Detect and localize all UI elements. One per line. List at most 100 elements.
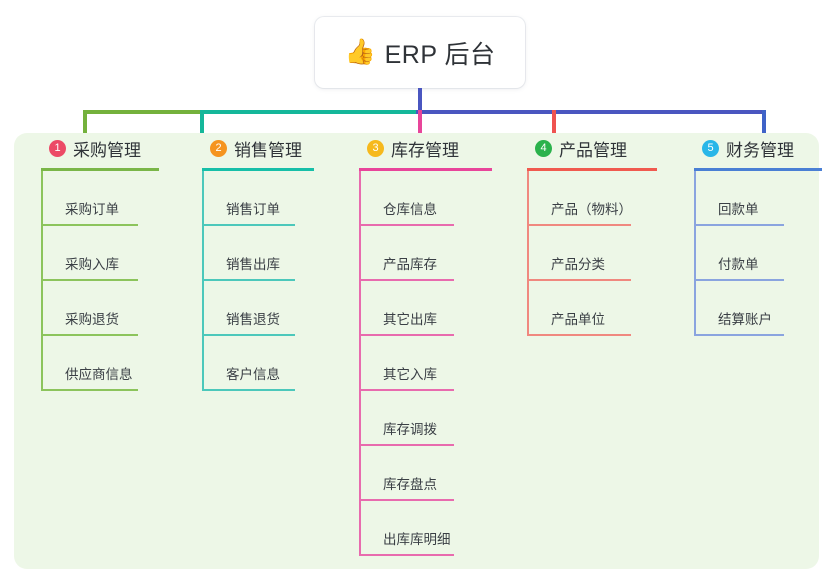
leaf-underline: [41, 334, 138, 336]
connector-bar-green: [83, 110, 202, 114]
leaf-node[interactable]: 其它出库: [359, 281, 492, 336]
branch-badge-4: 4: [535, 139, 552, 157]
leaf-label: 其它入库: [383, 367, 437, 382]
leaf-label: 产品库存: [383, 257, 437, 272]
leaf-node[interactable]: 销售订单: [202, 171, 314, 226]
leaf-label: 销售退货: [226, 312, 280, 327]
branch-header-5[interactable]: 5 财务管理: [694, 133, 822, 163]
branch-items-3: 仓库信息产品库存其它出库其它入库库存调拨库存盘点出库库明细: [359, 171, 492, 556]
leaf-label: 供应商信息: [65, 367, 133, 382]
branch-spine-4: [527, 171, 529, 336]
branch-spine-5: [694, 171, 696, 336]
leaf-node[interactable]: 销售出库: [202, 226, 314, 281]
leaf-node[interactable]: 其它入库: [359, 336, 492, 391]
leaf-underline: [41, 224, 138, 226]
leaf-node[interactable]: 采购退货: [41, 281, 159, 336]
leaf-underline: [202, 279, 295, 281]
leaf-label: 库存调拨: [383, 422, 437, 437]
leaf-node[interactable]: 产品库存: [359, 226, 492, 281]
leaf-label: 客户信息: [226, 367, 280, 382]
branch-items-4: 产品（物料） 产品分类产品单位: [527, 171, 657, 336]
branch-badge-1: 1: [49, 139, 66, 157]
leaf-label: 回款单: [718, 202, 759, 217]
leaf-underline: [359, 279, 454, 281]
leaf-label: 结算账户: [718, 312, 772, 327]
leaf-label: 采购订单: [65, 202, 119, 217]
leaf-node[interactable]: 回款单: [694, 171, 822, 226]
leaf-label: 销售出库: [226, 257, 280, 272]
leaf-node[interactable]: 供应商信息: [41, 336, 159, 391]
leaf-underline: [202, 389, 295, 391]
leaf-node[interactable]: 采购订单: [41, 171, 159, 226]
leaf-underline: [527, 279, 631, 281]
leaf-node[interactable]: 产品分类: [527, 226, 657, 281]
branch-items-2: 销售订单销售出库销售退货客户信息: [202, 171, 314, 391]
branch-column-5: 5 财务管理回款单付款单结算账户: [694, 133, 822, 336]
connector-stem: [418, 88, 422, 113]
branch-items-1: 采购订单采购入库采购退货供应商信息: [41, 171, 159, 391]
leaf-underline: [359, 554, 454, 556]
thumbs-up-icon: 👍: [344, 38, 376, 66]
leaf-label: 产品（物料）: [551, 202, 632, 217]
leaf-underline: [359, 389, 454, 391]
leaf-underline: [202, 334, 295, 336]
leaf-underline: [359, 499, 454, 501]
leaf-node[interactable]: 仓库信息: [359, 171, 492, 226]
connector-bar-teal: [200, 110, 418, 114]
branch-underline-4: [527, 168, 657, 171]
branch-spine-2: [202, 171, 204, 391]
branch-underline-2: [202, 168, 314, 171]
leaf-label: 采购入库: [65, 257, 119, 272]
leaf-node[interactable]: 客户信息: [202, 336, 314, 391]
connector-drop-2: [200, 110, 204, 146]
leaf-underline: [202, 224, 295, 226]
branch-items-5: 回款单付款单结算账户: [694, 171, 822, 336]
branch-title-4: 产品管理: [559, 140, 627, 160]
branch-underline-5: [694, 168, 822, 171]
connector-drop-1: [83, 110, 87, 146]
root-node-card[interactable]: 👍 ERP 后台: [315, 17, 525, 88]
root-node-title: ERP 后台: [384, 40, 496, 69]
leaf-underline: [694, 334, 784, 336]
root-node-content: 👍 ERP 后台: [344, 35, 495, 71]
leaf-node[interactable]: 产品（物料）: [527, 171, 657, 226]
leaf-node[interactable]: 库存盘点: [359, 446, 492, 501]
leaf-label: 采购退货: [65, 312, 119, 327]
branch-spine-1: [41, 171, 43, 391]
branch-underline-3: [359, 168, 492, 171]
connector-drop-5: [762, 110, 766, 146]
connector-drop-3: [418, 110, 422, 146]
leaf-node[interactable]: 销售退货: [202, 281, 314, 336]
leaf-underline: [41, 389, 138, 391]
leaf-node[interactable]: 付款单: [694, 226, 822, 281]
leaf-underline: [359, 334, 454, 336]
leaf-node[interactable]: 采购入库: [41, 226, 159, 281]
branch-header-4[interactable]: 4 产品管理: [527, 133, 657, 163]
leaf-underline: [359, 444, 454, 446]
branch-column-4: 4 产品管理产品（物料） 产品分类产品单位: [527, 133, 657, 336]
leaf-node[interactable]: 库存调拨: [359, 391, 492, 446]
branch-underline-1: [41, 168, 159, 171]
leaf-label: 产品单位: [551, 312, 605, 327]
leaf-underline: [527, 224, 631, 226]
leaf-underline: [359, 224, 454, 226]
leaf-underline: [694, 279, 784, 281]
leaf-label: 付款单: [718, 257, 759, 272]
branch-badge-5: 5: [702, 139, 719, 157]
branch-title-3: 库存管理: [391, 140, 459, 160]
leaf-underline: [694, 224, 784, 226]
leaf-node[interactable]: 结算账户: [694, 281, 822, 336]
leaf-label: 其它出库: [383, 312, 437, 327]
branch-title-5: 财务管理: [726, 140, 794, 160]
leaf-node[interactable]: 产品单位: [527, 281, 657, 336]
leaf-underline: [41, 279, 138, 281]
leaf-node[interactable]: 出库库明细: [359, 501, 492, 556]
leaf-label: 产品分类: [551, 257, 605, 272]
